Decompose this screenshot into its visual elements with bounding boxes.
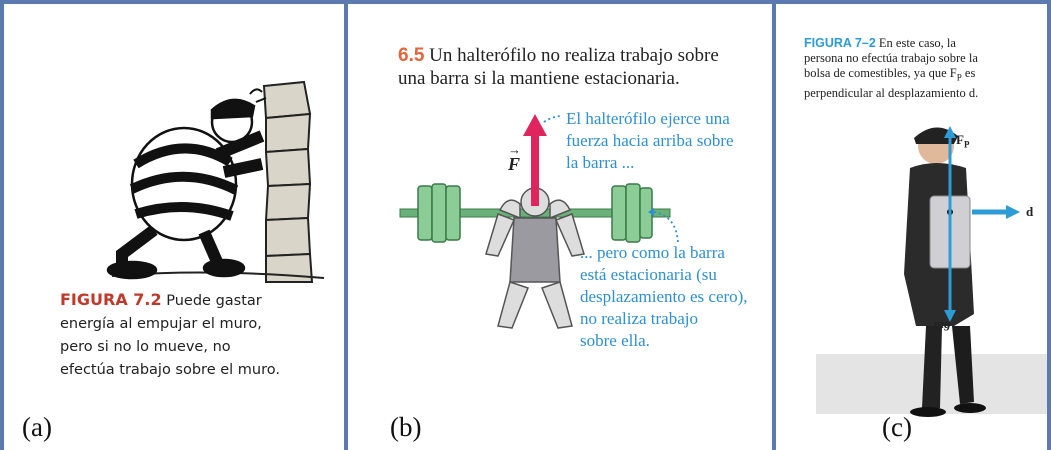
vector-label-mg: mg [934,316,951,331]
force-arrow-shaft [531,132,539,206]
weightlifter-figure [485,187,585,329]
caption-c-line-1: En este caso, la [878,36,956,50]
left-weight-plates [417,183,461,243]
title-b-line-1: Un halterófilo no realiza trabajo sobre [429,45,719,66]
caption-c-line-4: perpendicular al desplazamiento d. [804,85,979,100]
panel-c: FIGURA 7–2 En este caso, la persona no e… [776,4,1047,450]
frame-border-top [0,0,1051,4]
title-b-number: 6.5 [398,45,425,66]
weightlifter-illustration [399,114,679,329]
annotation-top-line-2: fuerza hacia arriba sobre [566,131,734,150]
annotation-bottom-line-2: está estacionaria (su [580,265,717,284]
annotation-bottom-line-4: no realiza trabajo [580,309,698,328]
person-carrying-bag-illustration [816,126,1047,417]
caption-a-line-2: energía al empujar el muro, [60,316,262,332]
panel-divider-2 [772,0,776,450]
panel-a: FIGURA 7.2 Puede gastar energía al empuj… [4,4,344,450]
panel-b: 6.5 Un halterófilo no realiza trabajo so… [348,4,772,450]
force-vector-arrow-glyph: → [508,142,521,157]
annotation-top-line-1: El halterófilo ejerce una [566,109,730,128]
vector-label-fp: FP [956,132,970,150]
annotation-top: El halterófilo ejerce una fuerza hacia a… [566,108,766,174]
caption-a-line-1: Puede gastar [166,293,262,309]
caption-c: FIGURA 7–2 En este caso, la persona no e… [804,36,979,100]
panel-label-b: (b) [390,412,422,442]
brick-wall [262,80,314,283]
caption-a-line-4: efectúa trabajo sobre el muro. [60,362,280,378]
vector-label-d: d [1026,204,1034,219]
panel-divider-1 [344,0,348,450]
effort-marks [249,88,267,103]
caption-c-line-3b: es [964,66,976,80]
panel-label-c: (c) [882,412,912,442]
force-arrow-head [523,114,547,136]
caption-a-figure-number: FIGURA 7.2 [60,290,162,309]
frame-border-left [0,0,4,450]
annotation-top-line-3: la barra ... [566,153,635,172]
frame-border-right [1047,0,1051,450]
panel-label-a: (a) [22,412,52,442]
prisoner-pushing-wall-illustration [106,80,325,283]
prisoner-figure [106,98,265,280]
caption-c-line-3: bolsa de comestibles, ya que F [804,66,957,80]
caption-a: FIGURA 7.2 Puede gastar energía al empuj… [60,288,344,382]
right-weight-plates [611,183,653,243]
title-b-line-2: una barra si la mantiene estacionaria. [398,68,680,89]
annotation-bottom-line-5: sobre ella. [580,331,650,350]
caption-c-figure-number: FIGURA 7–2 [804,36,876,50]
caption-a-line-3: pero si no lo mueve, no [60,339,231,355]
annotation-leader-top [543,115,563,123]
force-label: → F [508,142,521,174]
annotation-bottom-line-1: ... pero como la barra [580,243,725,262]
caption-c-line-2: persona no efectúa trabajo sobre la [804,51,978,65]
annotation-bottom: ... pero como la barra está estacionaria… [580,242,770,352]
title-b: 6.5 Un halterófilo no realiza trabajo so… [398,44,772,90]
annotation-bottom-line-3: desplazamiento es cero), [580,287,748,306]
